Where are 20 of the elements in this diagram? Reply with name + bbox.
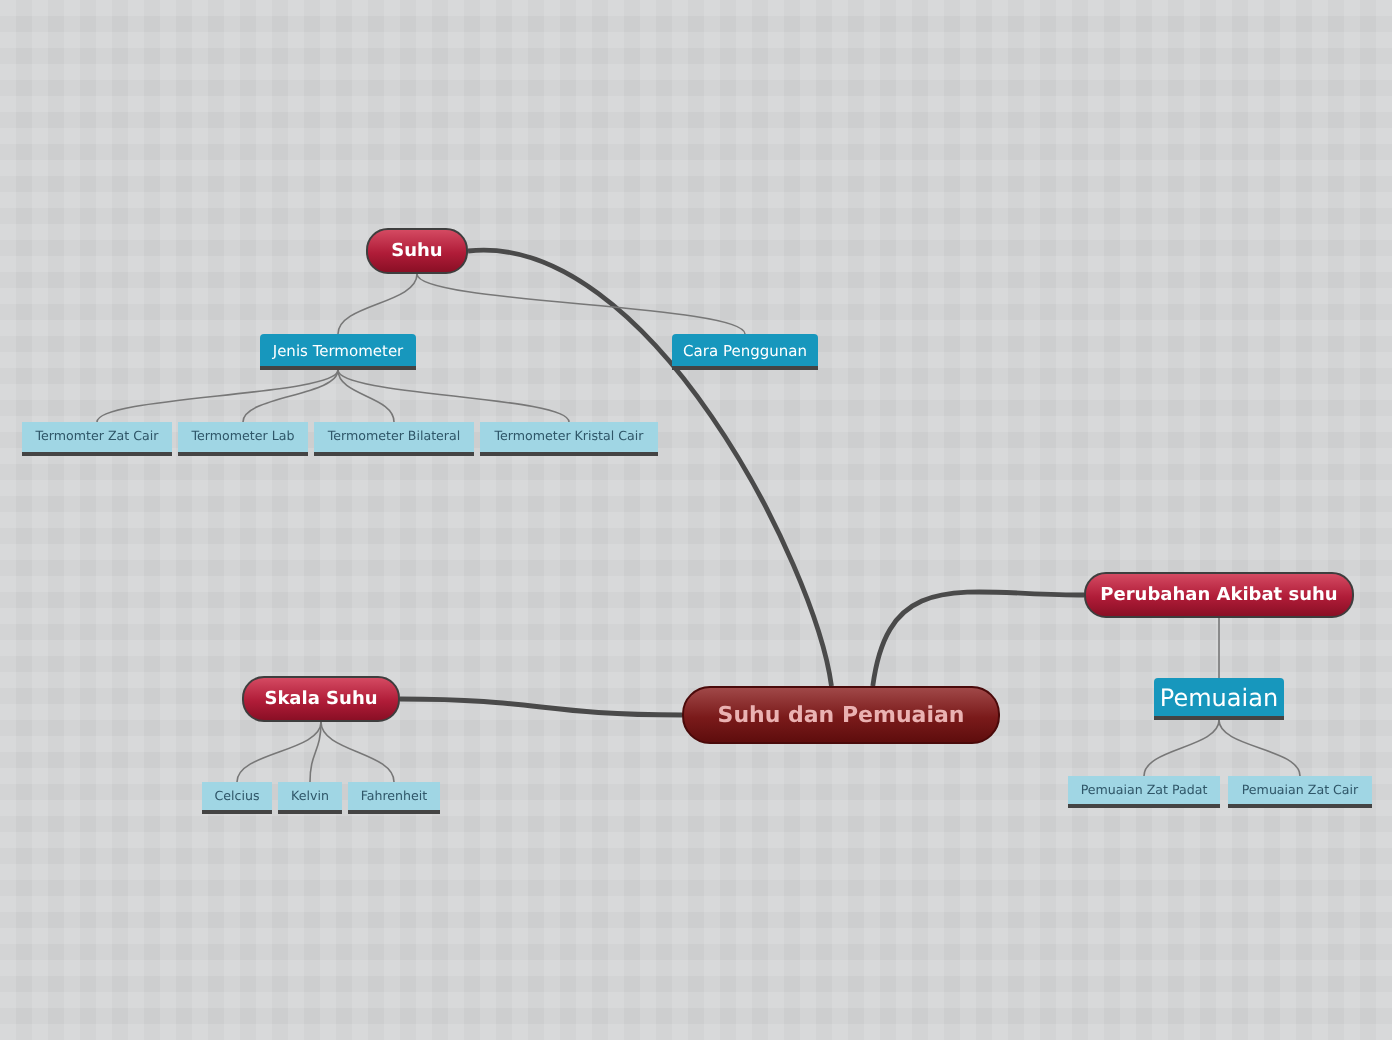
connector-line (1218, 719, 1301, 777)
connector-line (242, 369, 339, 423)
connector-line (309, 721, 322, 783)
main-topic: Perubahan Akibat suhu (1084, 572, 1354, 618)
connector-line (416, 273, 746, 335)
connector-line (337, 273, 418, 335)
connector-line (870, 589, 1085, 687)
connector-line (337, 369, 570, 423)
main-topic: Suhu (366, 228, 468, 274)
subtopic: Pemuaian (1154, 678, 1284, 720)
central-topic: Suhu dan Pemuaian (682, 686, 1000, 744)
connector-line (337, 369, 395, 423)
connector-line (467, 248, 834, 687)
connector-line (320, 721, 395, 783)
connector-line (96, 369, 339, 423)
connector-line (1218, 617, 1220, 679)
main-topic: Skala Suhu (242, 676, 400, 722)
connector-line (399, 696, 683, 718)
connector-line (236, 721, 322, 783)
connector-line (1143, 719, 1220, 777)
